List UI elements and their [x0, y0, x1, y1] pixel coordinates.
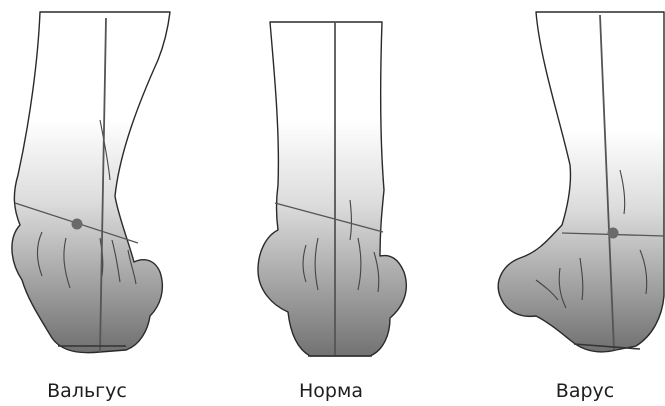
valgus-joint-dot	[72, 219, 83, 230]
varus-figure	[498, 12, 664, 352]
normal-figure	[258, 22, 406, 356]
varus-foot-shape	[498, 12, 664, 352]
varus-caption: Варус	[556, 380, 614, 402]
valgus-foot-shape	[12, 12, 170, 353]
valgus-figure	[12, 12, 170, 353]
normal-foot-shape	[258, 22, 406, 356]
valgus-caption: Вальгус	[47, 380, 127, 402]
normal-caption: Норма	[299, 380, 363, 402]
varus-joint-dot	[608, 228, 619, 239]
